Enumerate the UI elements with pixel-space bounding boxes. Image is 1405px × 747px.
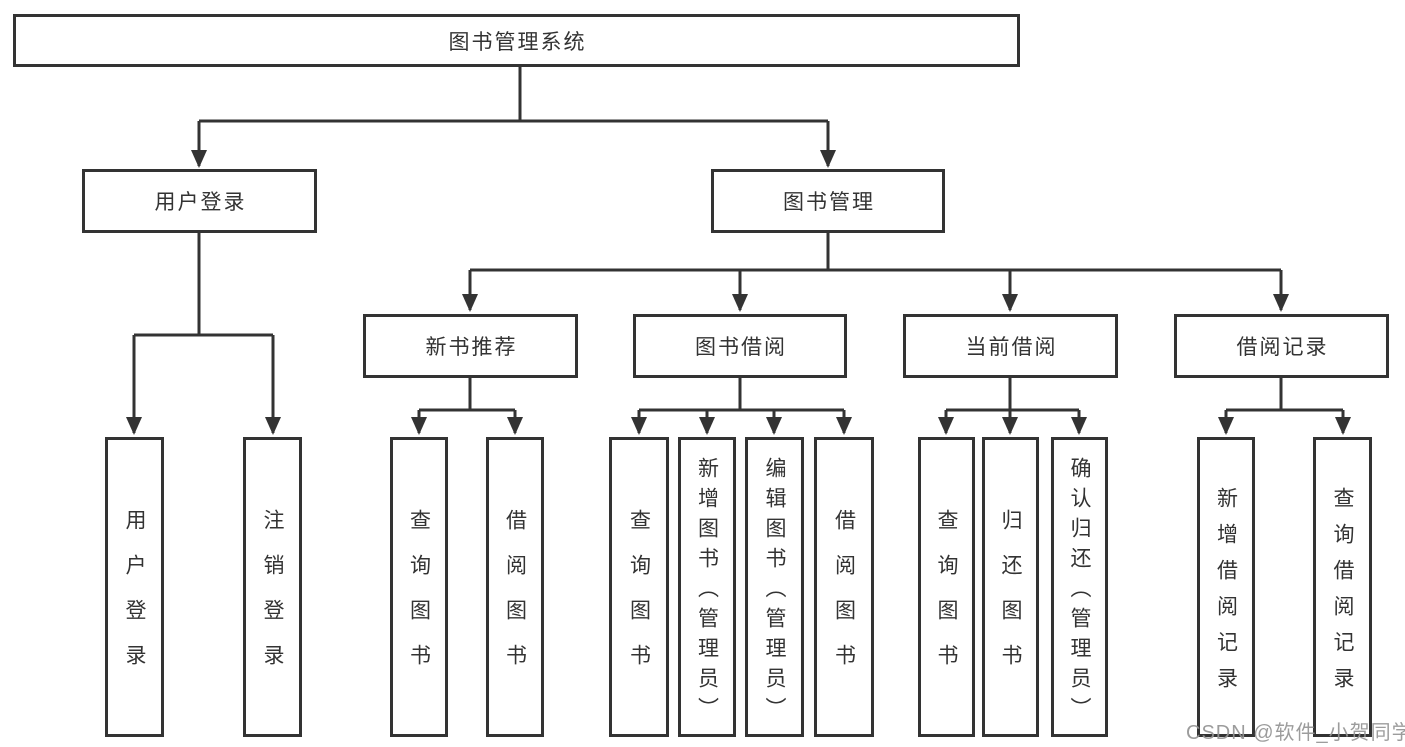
leaf-user-login: 用户登录: [105, 437, 164, 737]
node-root-system: 图书管理系统: [13, 14, 1020, 67]
leaf-return-book: 归还图书: [982, 437, 1039, 737]
leaf-user-login-label: 用户登录: [123, 509, 146, 689]
leaf-edit-book-admin-label: 编辑图书（管理员）: [763, 456, 786, 727]
leaf-query-book-borrowing-label: 查询图书: [627, 509, 651, 689]
connector-rails: [134, 66, 1343, 412]
leaf-query-borrow-record: 查询借阅记录: [1313, 437, 1372, 737]
node-book-management-label: 图书管理: [783, 191, 875, 214]
node-root-label: 图书管理系统: [448, 30, 587, 54]
leaf-borrow-book-borrowing: 借阅图书: [814, 437, 874, 737]
leaf-query-borrow-record-label: 查询借阅记录: [1331, 486, 1354, 703]
node-book-management: 图书管理: [711, 169, 945, 233]
node-current-borrowing-label: 当前借阅: [965, 336, 1058, 359]
node-user-login-label: 用户登录: [154, 191, 247, 214]
leaf-query-book-borrowing: 查询图书: [609, 437, 669, 737]
leaf-confirm-return-admin-label: 确认归还（管理员）: [1068, 456, 1091, 727]
leaf-return-book-label: 归还图书: [999, 509, 1022, 689]
node-new-book-recommend-label: 新书推荐: [425, 336, 518, 359]
leaf-confirm-return-admin: 确认归还（管理员）: [1051, 437, 1108, 737]
leaf-query-book-current: 查询图书: [918, 437, 975, 737]
leaf-logout-label: 注销登录: [261, 509, 284, 689]
leaf-query-book-current-label: 查询图书: [935, 509, 958, 689]
csdn-watermark: CSDN @软件_小贺同学: [1186, 722, 1405, 744]
node-borrowing-records-label: 借阅记录: [1236, 336, 1329, 359]
node-user-login: 用户登录: [82, 169, 317, 233]
node-book-borrowing-label: 图书借阅: [695, 336, 787, 359]
leaf-query-book-recommend-label: 查询图书: [407, 509, 431, 689]
leaf-logout: 注销登录: [243, 437, 302, 737]
leaf-add-borrow-record: 新增借阅记录: [1197, 437, 1255, 737]
leaf-borrow-book-recommend-label: 借阅图书: [503, 509, 527, 689]
node-borrowing-records: 借阅记录: [1174, 314, 1389, 378]
leaf-edit-book-admin: 编辑图书（管理员）: [745, 437, 804, 737]
leaf-borrow-book-borrowing-label: 借阅图书: [832, 509, 856, 689]
leaf-add-borrow-record-label: 新增借阅记录: [1214, 486, 1238, 703]
node-new-book-recommend: 新书推荐: [363, 314, 578, 378]
leaf-add-book-admin: 新增图书（管理员）: [678, 437, 736, 737]
connector-arrows: [126, 121, 1351, 435]
leaf-add-book-admin-label: 新增图书（管理员）: [695, 456, 719, 727]
node-book-borrowing: 图书借阅: [633, 314, 847, 378]
node-current-borrowing: 当前借阅: [903, 314, 1118, 378]
leaf-query-book-recommend: 查询图书: [390, 437, 448, 737]
leaf-borrow-book-recommend: 借阅图书: [486, 437, 544, 737]
